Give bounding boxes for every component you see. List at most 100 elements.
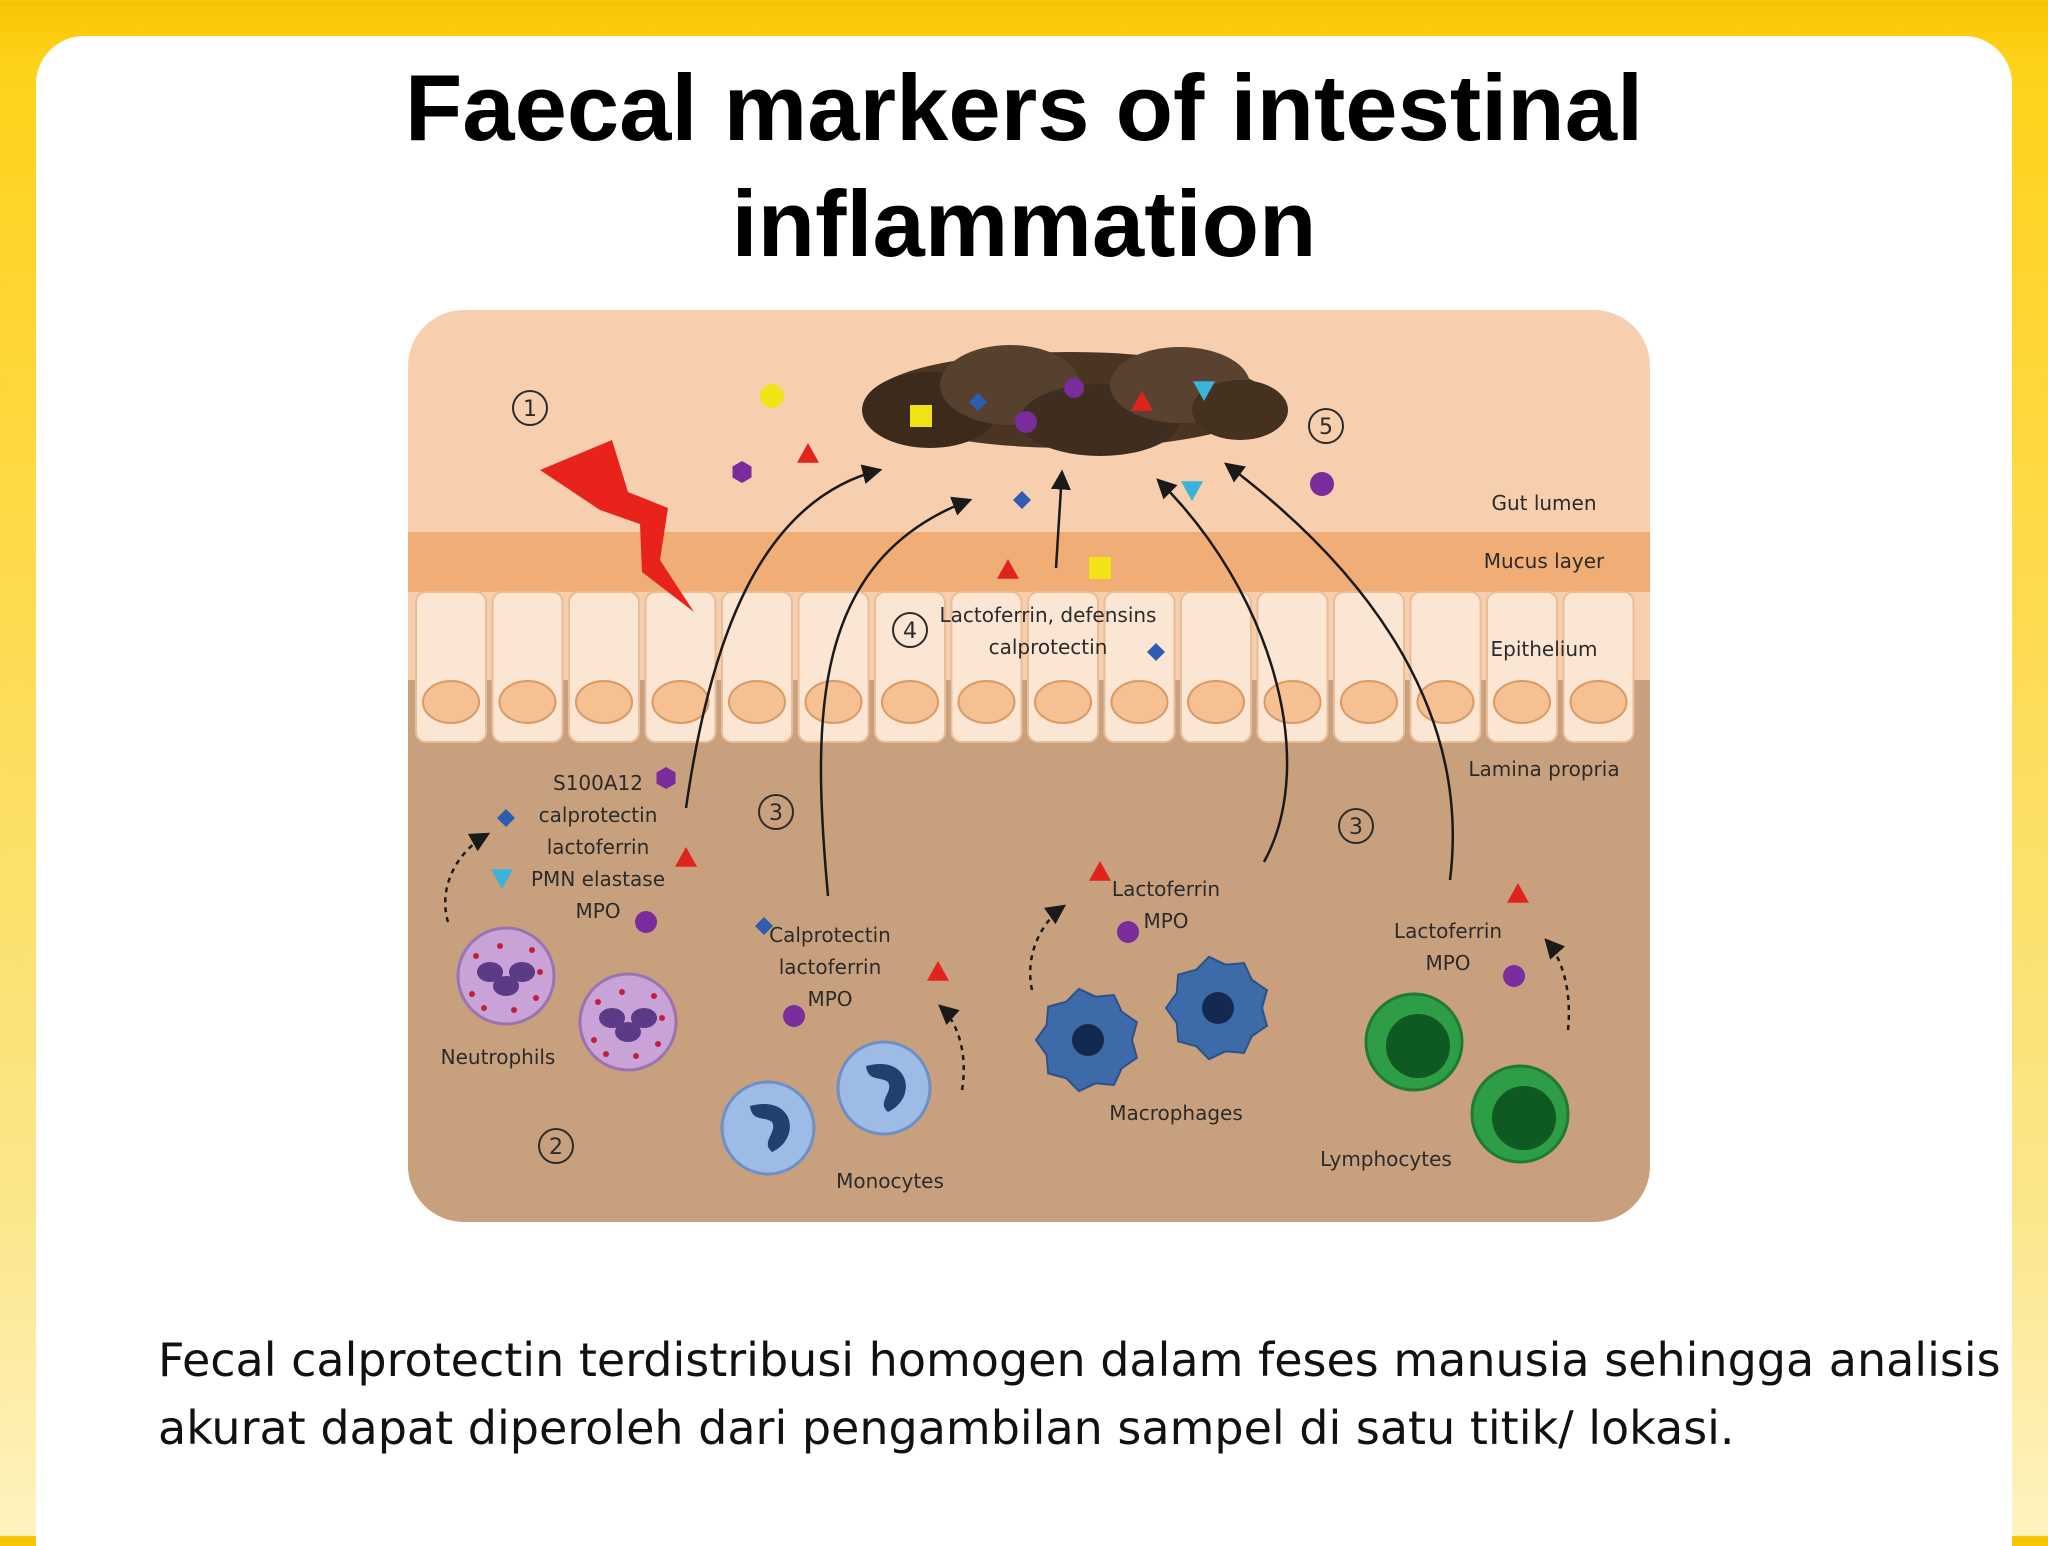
- lymphocyte-nucleus: [1492, 1086, 1556, 1150]
- neutrophil-nucleus-lobe: [493, 976, 519, 996]
- neutrophil-marker-mpo: MPO: [575, 899, 620, 923]
- marker-square: [910, 405, 932, 427]
- marker-circle: [1064, 378, 1084, 398]
- label-macrophages: Macrophages: [1109, 1101, 1243, 1125]
- neutrophil-granule: [497, 943, 503, 949]
- marker-hexagon: [732, 461, 752, 483]
- monocyte-marker-lactoferrin: lactoferrin: [779, 955, 882, 979]
- epithelial-nucleus: [1493, 680, 1551, 724]
- neutrophil-granule: [595, 999, 601, 1005]
- marker-diamond: [1013, 491, 1031, 509]
- step-5: 5: [1319, 415, 1333, 440]
- arrow-monocyte-to-lumen: [819, 496, 973, 897]
- neutrophil-granule: [591, 1037, 597, 1043]
- arrow-epithelium-to-lumen: [1050, 469, 1071, 569]
- marker-circle: [635, 911, 657, 933]
- secretion-arrows: [443, 832, 1571, 1091]
- marker-circle: [1117, 921, 1139, 943]
- epithelial-nucleus: [1340, 680, 1398, 724]
- marker-triangle: [927, 961, 949, 981]
- marker-circle: [1503, 965, 1525, 987]
- marker-triangle: [997, 559, 1019, 579]
- epithelial-nucleus: [1034, 680, 1092, 724]
- step-3b: 3: [1349, 815, 1363, 840]
- arrow-neutrophil-to-lumen: [684, 464, 883, 809]
- caption-line-1: Fecal calprotectin terdistribusi homogen…: [158, 1333, 2001, 1387]
- marker-diamond: [497, 809, 515, 827]
- monocyte-nucleus: [750, 1103, 790, 1152]
- neutrophil-granule: [655, 1041, 661, 1047]
- neutrophil-granule: [481, 1005, 487, 1011]
- label-lamina-propria: Lamina propria: [1468, 757, 1619, 781]
- epithelial-nucleus: [881, 680, 939, 724]
- marker-circle: [1310, 472, 1334, 496]
- monocyte-cell: [720, 1080, 816, 1176]
- marker-square: [1089, 557, 1111, 579]
- epithelial-nucleus: [957, 680, 1016, 724]
- neutrophil-nucleus-lobe: [615, 1022, 641, 1042]
- epithelial-nucleus: [804, 680, 863, 724]
- neutrophil-marker-calprotectin: calprotectin: [539, 803, 658, 827]
- lymphocyte-marker-lactoferrin: Lactoferrin: [1394, 919, 1502, 943]
- step-2: 2: [549, 1135, 563, 1160]
- marker-circle: [783, 1005, 805, 1027]
- marker-triangle: [675, 847, 697, 867]
- monocyte-marker-calprotectin: Calprotectin: [769, 923, 891, 947]
- neutrophil-granule: [603, 1051, 609, 1057]
- marker-inverted-triangle: [1193, 381, 1215, 401]
- epithelial-nucleus: [651, 680, 710, 724]
- epithelial-markers-line1: Lactoferrin, defensins: [940, 603, 1157, 627]
- marker-triangle: [1131, 391, 1153, 411]
- lymphocyte-nucleus: [1386, 1014, 1450, 1078]
- step-4: 4: [903, 619, 917, 644]
- neutrophil-granule: [469, 991, 475, 997]
- marker-triangle: [1089, 861, 1111, 881]
- marker-triangle: [1507, 883, 1529, 903]
- marker-diamond: [1147, 643, 1165, 661]
- macrophage-nucleus: [1072, 1024, 1104, 1056]
- label-neutrophils: Neutrophils: [441, 1045, 556, 1069]
- neutrophil-granule: [651, 993, 657, 999]
- neutrophil-marker-pmn-elastase: PMN elastase: [531, 867, 665, 891]
- arrow-lymphocyte-to-lumen: [1224, 462, 1455, 881]
- neutrophil-nucleus-lobe: [631, 1008, 657, 1028]
- immune-cells: [456, 926, 1570, 1176]
- epithelial-nucleus: [728, 680, 786, 724]
- label-lymphocytes: Lymphocytes: [1320, 1147, 1452, 1171]
- epithelial-nucleus: [1416, 680, 1475, 724]
- neutrophil-nucleus-lobe: [509, 962, 535, 982]
- migration-arrows: [684, 462, 1455, 897]
- marker-inverted-triangle: [491, 869, 513, 889]
- neutrophil-marker-s100a12: S100A12: [553, 771, 643, 795]
- neutrophil-granule: [537, 969, 543, 975]
- marker-shapes: [491, 378, 1529, 1027]
- neutrophil-granule: [619, 989, 625, 995]
- label-epithelium: Epithelium: [1491, 637, 1598, 661]
- neutrophil-granule: [633, 1053, 639, 1059]
- label-monocytes: Monocytes: [836, 1169, 944, 1193]
- label-gut-lumen: Gut lumen: [1491, 491, 1596, 515]
- epithelial-nucleus: [1187, 680, 1245, 724]
- lamina-propria-region: [408, 680, 1650, 1222]
- lymphocyte-marker-mpo: MPO: [1425, 951, 1470, 975]
- epithelium-cells: [415, 591, 1635, 743]
- epithelial-nucleus: [575, 680, 633, 724]
- macrophage-marker-mpo: MPO: [1143, 909, 1188, 933]
- marker-diamond: [969, 393, 987, 411]
- step-1: 1: [523, 397, 537, 422]
- neutrophil-nucleus-lobe: [477, 962, 503, 982]
- monocyte-marker-mpo: MPO: [807, 987, 852, 1011]
- arrow-macrophage-to-lumen: [1156, 478, 1289, 863]
- macrophage-marker-lactoferrin: Lactoferrin: [1112, 877, 1220, 901]
- title-line-1: Faecal markers of intestinal: [404, 55, 1644, 160]
- title-line-2: inflammation: [731, 171, 1317, 276]
- marker-triangle: [797, 443, 819, 463]
- epithelial-nucleus: [422, 680, 480, 724]
- step-markers: 1 2 3 3 4 5: [512, 390, 1374, 1164]
- neutrophil-granule: [533, 995, 539, 1001]
- step-3a: 3: [769, 801, 783, 826]
- monocyte-cell: [836, 1040, 932, 1136]
- epithelial-nucleus: [498, 680, 557, 724]
- epithelial-nucleus: [1263, 680, 1322, 724]
- epithelial-markers-line2: calprotectin: [989, 635, 1108, 659]
